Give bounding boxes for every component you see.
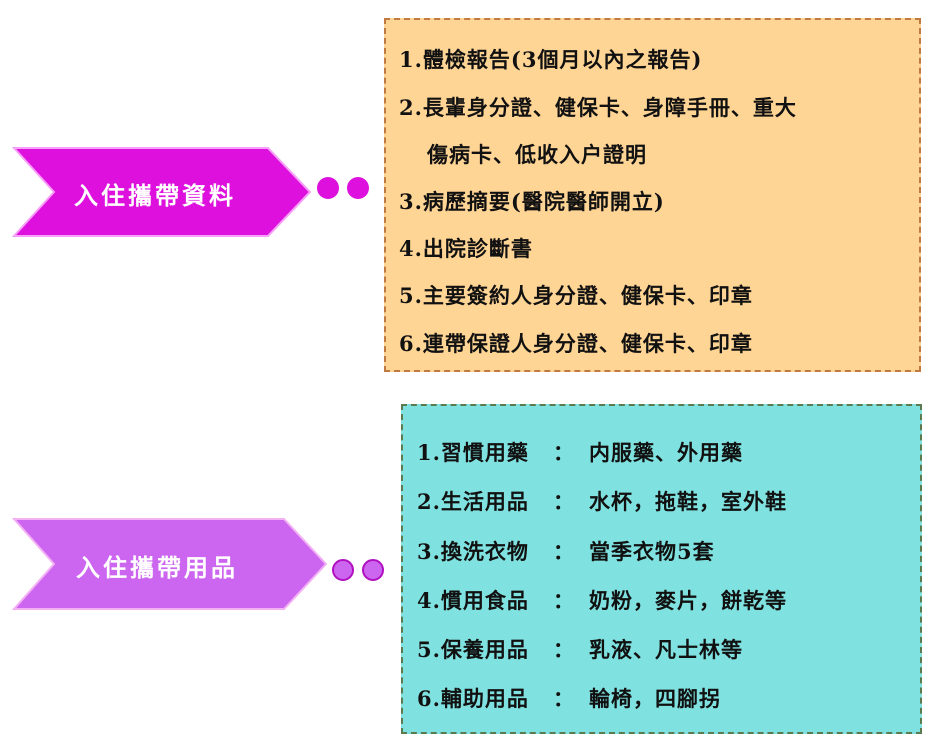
supplies-item-colon: ：: [553, 637, 575, 662]
supplies-item-value: 輪椅，四腳拐: [589, 686, 721, 711]
supplies-item-colon: ：: [553, 588, 575, 613]
supplies-title: 入住攜帶用品: [76, 553, 238, 582]
documents-box: [384, 18, 921, 372]
documents-dot: [317, 177, 339, 199]
supplies-item: 4.慣用食品 ： 奶粉，麥片，餅乾等: [417, 585, 787, 615]
documents-item: 6.連帶保證人身分證、健保卡、印章: [399, 331, 753, 356]
supplies-item: 1.習慣用藥 ： 内服藥、外用藥: [417, 437, 743, 467]
supplies-item-label: 3.換洗衣物: [417, 539, 529, 564]
supplies-item-colon: ：: [553, 489, 575, 514]
supplies-dot: [332, 559, 354, 581]
supplies-item-label: 2.生活用品: [417, 489, 529, 514]
documents-title: 入住攜帶資料: [74, 181, 236, 210]
supplies-item-label: 5.保養用品: [417, 637, 529, 662]
documents-item: 5.主要簽約人身分證、健保卡、印章: [399, 283, 753, 308]
supplies-item-label: 6.輔助用品: [417, 686, 529, 711]
documents-item: 3.病歷摘要(醫院醫師開立): [399, 189, 665, 214]
supplies-item-label: 1.習慣用藥: [417, 440, 529, 465]
documents-dot: [347, 177, 369, 199]
supplies-item-colon: ：: [553, 440, 575, 465]
supplies-box: [401, 404, 922, 734]
supplies-item-value: 當季衣物5套: [589, 539, 715, 564]
documents-item-continued: 傷病卡、低收入户證明: [427, 142, 647, 167]
supplies-item-label: 4.慣用食品: [417, 588, 529, 613]
documents-item: 1.體檢報告(3個月以內之報告): [399, 47, 703, 72]
supplies-chevron: [12, 518, 328, 610]
supplies-item-value: 奶粉，麥片，餅乾等: [589, 588, 787, 613]
documents-item: 4.出院診斷書: [399, 236, 533, 261]
documents-item: 2.長輩身分證、健保卡、身障手冊、重大: [399, 95, 797, 120]
supplies-item: 3.換洗衣物 ： 當季衣物5套: [417, 536, 715, 566]
supplies-item-value: 乳液、凡士林等: [589, 637, 743, 662]
supplies-item-colon: ：: [553, 539, 575, 564]
supplies-item: 2.生活用品 ： 水杯，拖鞋，室外鞋: [417, 486, 787, 516]
documents-chevron: [12, 147, 312, 237]
supplies-dot: [362, 559, 384, 581]
supplies-item: 6.輔助用品 ： 輪椅，四腳拐: [417, 683, 721, 713]
supplies-item-value: 水杯，拖鞋，室外鞋: [589, 489, 787, 514]
supplies-item-colon: ：: [553, 686, 575, 711]
supplies-item: 5.保養用品 ： 乳液、凡士林等: [417, 634, 743, 664]
supplies-item-value: 内服藥、外用藥: [589, 440, 743, 465]
